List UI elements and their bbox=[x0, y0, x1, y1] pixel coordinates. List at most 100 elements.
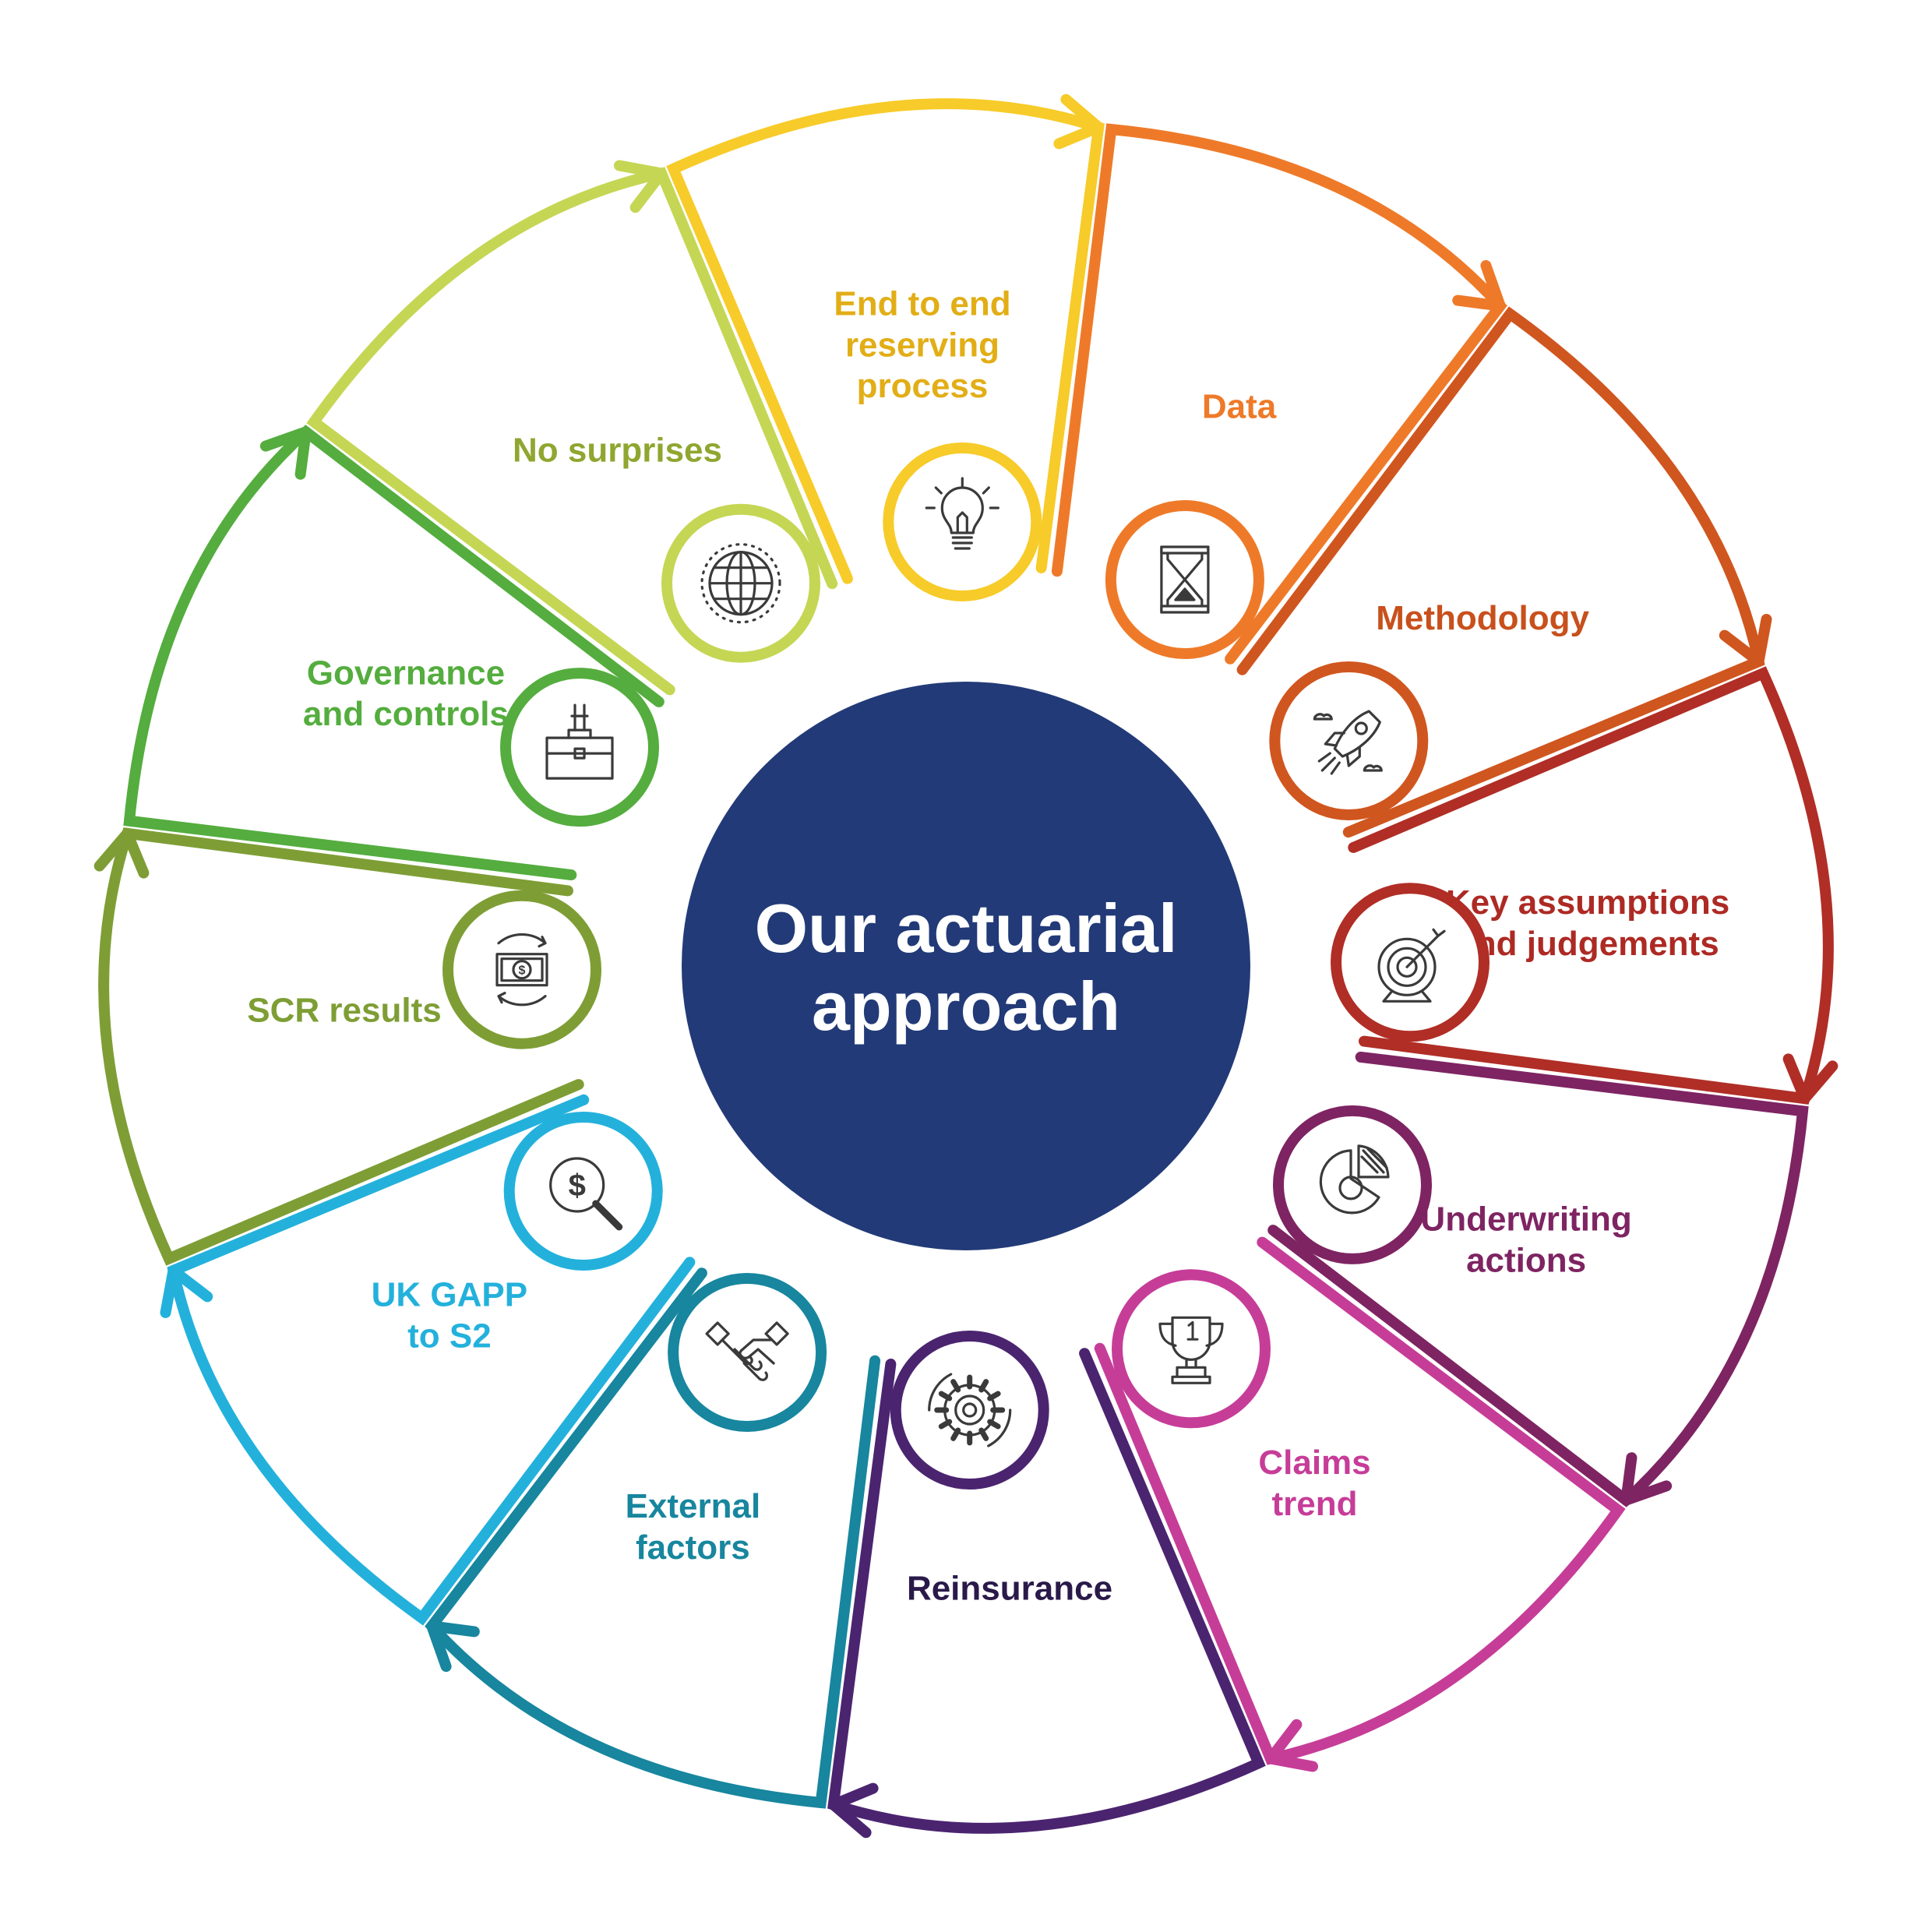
segment-label-line: Claims bbox=[1258, 1444, 1370, 1482]
icon-bubble bbox=[1269, 661, 1429, 820]
segment-outline bbox=[1094, 1236, 1626, 1765]
arrowhead bbox=[614, 160, 668, 213]
center-title-line2: approach bbox=[812, 968, 1120, 1045]
icon-bubble bbox=[1105, 500, 1264, 659]
segment-outline bbox=[1267, 1051, 1809, 1507]
segment-label-line: and controls bbox=[303, 695, 509, 733]
center-hub: Our actuarial approach bbox=[682, 682, 1250, 1250]
trophy-icon bbox=[1158, 1316, 1224, 1384]
segment-no-surprises: No surprises bbox=[306, 160, 838, 696]
gears-icon bbox=[928, 1373, 1012, 1447]
segment-label-line: No surprises bbox=[513, 431, 722, 469]
segment-label-line: Reinsurance bbox=[907, 1569, 1112, 1607]
segment-outline bbox=[1051, 123, 1507, 665]
segment-label-line: Data bbox=[1202, 387, 1277, 425]
center-title-line1: Our actuarial bbox=[755, 890, 1178, 967]
segment-label: Methodology bbox=[1376, 599, 1589, 637]
handshake-icon bbox=[705, 1321, 789, 1381]
segment-label-line: External bbox=[626, 1487, 761, 1525]
arrowhead bbox=[1452, 259, 1506, 312]
svg-text:$: $ bbox=[569, 1169, 586, 1203]
segment-label-line: Key assumptions bbox=[1446, 883, 1729, 922]
segment-outline bbox=[1236, 306, 1765, 838]
segment-label-line: actions bbox=[1466, 1241, 1586, 1279]
segment-outline bbox=[827, 1348, 1266, 1834]
icon-bubble bbox=[1112, 1269, 1271, 1429]
icon-ring bbox=[890, 1331, 1049, 1490]
icon-bubble bbox=[890, 1331, 1049, 1490]
segment-label-line: trend bbox=[1272, 1485, 1358, 1523]
segment-methodology: Methodology bbox=[1236, 306, 1772, 838]
arrowhead bbox=[1264, 1719, 1318, 1772]
icon-ring bbox=[442, 890, 601, 1049]
segment-outline bbox=[1348, 666, 1834, 1105]
segment-label: No surprises bbox=[513, 431, 722, 469]
globe-icon bbox=[700, 543, 781, 624]
segment-outline bbox=[123, 425, 665, 881]
lightbulb-icon bbox=[925, 477, 999, 550]
segment-label-line: factors bbox=[636, 1528, 750, 1567]
segment-scr: SCR results bbox=[93, 827, 584, 1266]
arrowhead bbox=[1620, 1452, 1673, 1506]
icon-ring bbox=[883, 442, 1042, 601]
segment-label-line: to S2 bbox=[407, 1317, 492, 1355]
segment-outline bbox=[306, 167, 838, 696]
svg-text:$: $ bbox=[519, 964, 526, 978]
segment-label-line: Methodology bbox=[1376, 599, 1589, 637]
segment-label-line: SCR results bbox=[247, 991, 441, 1029]
arrowhead bbox=[1053, 93, 1105, 150]
dollar-search-icon: $ bbox=[549, 1157, 623, 1231]
cash-cycle-icon: $ bbox=[495, 933, 548, 1007]
target-icon bbox=[1377, 928, 1446, 1003]
icon-bubble: $ bbox=[442, 890, 601, 1049]
arrowhead bbox=[93, 827, 150, 879]
icon-ring bbox=[1112, 1269, 1271, 1429]
icon-bubble bbox=[661, 503, 820, 663]
segment-label-line: reserving bbox=[845, 326, 999, 364]
icon-bubble bbox=[668, 1273, 827, 1432]
segment-outline bbox=[666, 98, 1105, 584]
arrowhead bbox=[160, 1264, 213, 1318]
segment-outline bbox=[167, 1094, 696, 1626]
segment-outline bbox=[98, 827, 584, 1266]
briefcase-icon bbox=[545, 703, 614, 780]
icon-ring bbox=[500, 668, 659, 827]
segment-label: Reinsurance bbox=[907, 1569, 1112, 1607]
segment-label-line: End to end bbox=[834, 285, 1010, 323]
pie-chart-icon bbox=[1319, 1144, 1390, 1215]
arrowhead bbox=[259, 426, 312, 480]
icon-bubble bbox=[883, 442, 1042, 601]
icon-bubble bbox=[1273, 1105, 1432, 1264]
segment-reinsurance: Reinsurance bbox=[827, 1348, 1266, 1839]
arrowhead bbox=[1719, 614, 1772, 668]
segment-label-line: process bbox=[857, 367, 989, 405]
segment-label-line: Underwriting bbox=[1420, 1200, 1631, 1239]
icon-bubble bbox=[1331, 883, 1490, 1042]
segment-label-line: and judgements bbox=[1456, 925, 1719, 963]
arrowhead bbox=[1782, 1053, 1839, 1105]
arrowhead bbox=[827, 1782, 879, 1839]
segment-outline bbox=[425, 1267, 881, 1809]
icon-bubble: $ bbox=[503, 1112, 663, 1271]
rocket-icon bbox=[1313, 710, 1383, 775]
segment-data: Data bbox=[1051, 123, 1507, 665]
segment-label: Data bbox=[1202, 387, 1277, 425]
center-circle bbox=[682, 682, 1250, 1250]
segment-label-line: UK GAPP bbox=[372, 1276, 527, 1314]
